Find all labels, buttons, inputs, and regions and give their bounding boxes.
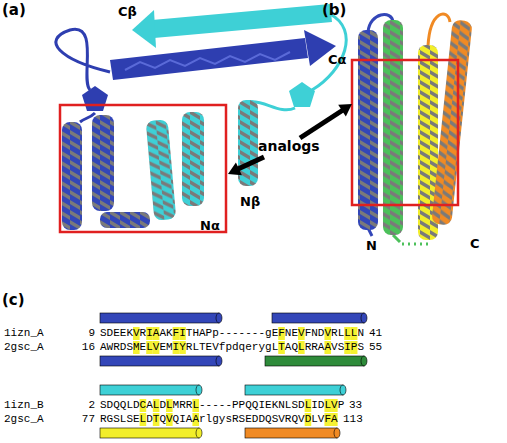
cylinder-end xyxy=(334,428,340,438)
callout-text: analogs xyxy=(258,138,320,154)
analog-box xyxy=(60,105,226,232)
arrow-head xyxy=(228,163,242,176)
helix-cylinder xyxy=(272,313,364,323)
chain-name: 1izn_B xyxy=(4,399,44,412)
terminus-label: Nβ xyxy=(240,194,260,209)
helix xyxy=(431,20,472,226)
helix-cylinder xyxy=(245,385,343,395)
helix xyxy=(92,115,114,211)
cylinder-end xyxy=(196,428,202,438)
helix-cylinder xyxy=(265,356,364,366)
analog-box xyxy=(352,60,458,205)
panel-letter: (c) xyxy=(2,292,25,309)
helix xyxy=(182,112,204,206)
chain-name: 2gsc_A xyxy=(4,413,44,426)
cylinder-end xyxy=(196,385,202,395)
cylinder-end xyxy=(216,356,222,366)
residue-number: 113 xyxy=(343,413,363,426)
sequence: RGSLSELDTQVQIAArlgysRSEDDQSVRQVDLVFA xyxy=(100,413,338,426)
loop xyxy=(428,14,450,46)
cylinder-end xyxy=(216,313,222,323)
terminus-label: Cβ xyxy=(118,4,137,19)
panel-letter: (a) xyxy=(2,2,26,19)
terminus-label: N xyxy=(366,238,377,253)
sugar-pentagon xyxy=(82,86,108,111)
residue-number: 41 xyxy=(369,327,382,340)
cylinder-end xyxy=(361,313,367,323)
pointer-arrow xyxy=(238,157,264,169)
helix xyxy=(383,20,403,235)
helix-cylinder xyxy=(100,428,199,438)
disordered-loop xyxy=(402,243,428,246)
helix-cylinder xyxy=(100,313,219,323)
helix xyxy=(100,212,150,228)
residue-number: 77 xyxy=(68,413,95,426)
chain-name: 1izn_A xyxy=(4,327,44,340)
sequence: SDQQLDCALDLMRRL-----PPQQIEKNLSDLIDLVP xyxy=(100,399,344,412)
helix-cylinder xyxy=(245,428,337,438)
sequence: AWRDSMELVEMIYRLTEVfpdqerygLTAQLRRAAVSIPS xyxy=(100,341,364,354)
sequence: SDEEKVRIAAKFITHAPp-------gEFNEVFNDVRLLLN xyxy=(100,327,364,340)
residue-number: 2 xyxy=(68,399,95,412)
helix xyxy=(62,122,82,230)
cylinder-end xyxy=(340,385,346,395)
helix-cylinder xyxy=(100,385,199,395)
helix xyxy=(146,119,177,221)
residue-number: 55 xyxy=(369,341,382,354)
helix-cylinder xyxy=(100,356,219,366)
terminus-label: Cα xyxy=(328,52,346,67)
loop xyxy=(393,235,400,242)
cylinder-end xyxy=(361,356,367,366)
panel-letter: (b) xyxy=(322,2,346,19)
residue-number: 16 xyxy=(68,341,95,354)
beta-strand xyxy=(110,38,308,80)
terminus-label: Nα xyxy=(200,218,220,233)
terminus-label: C xyxy=(470,236,480,251)
loop xyxy=(56,29,110,90)
residue-number: 9 xyxy=(68,327,95,340)
helix xyxy=(238,100,258,186)
residue-number: 33 xyxy=(349,399,362,412)
sugar-pentagon xyxy=(289,82,315,107)
pointer-arrow xyxy=(300,110,343,138)
chain-name: 2gsc_A xyxy=(4,341,44,354)
arrow-head xyxy=(338,104,352,117)
strand-pleat xyxy=(125,52,290,70)
